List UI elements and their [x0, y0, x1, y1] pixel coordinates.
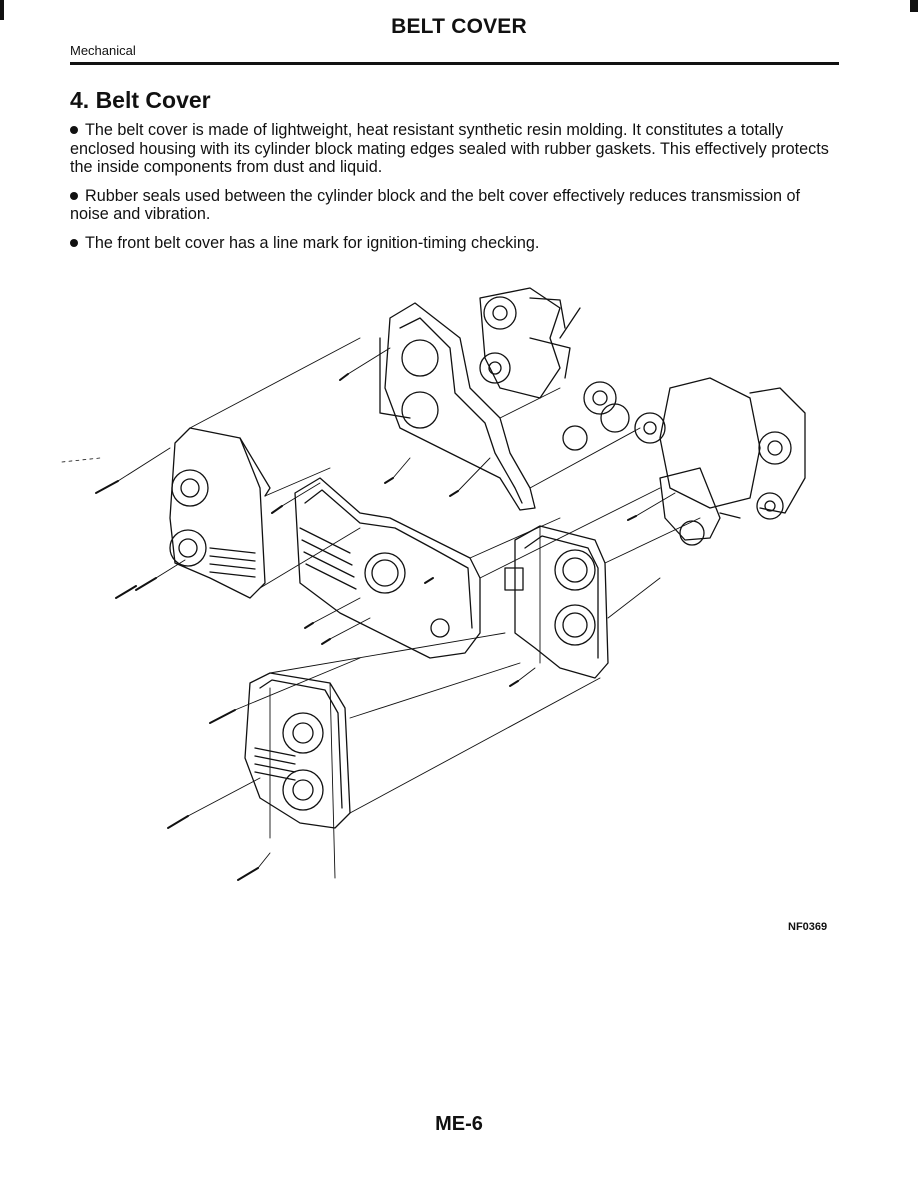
page-number: ME-6 [435, 1113, 483, 1135]
engine-block-assembly [479, 287, 806, 546]
page-title: BELT COVER [391, 15, 527, 38]
bullet-item: Rubber seals used between the cylinder b… [70, 187, 839, 224]
assembly-leader-lines [117, 337, 701, 879]
bullet-text: The front belt cover has a line mark for… [85, 233, 540, 252]
figure-id: NF0369 [788, 921, 828, 933]
front-belt-cover [244, 672, 351, 829]
bullet-list: The belt cover is made of lightweight, h… [70, 121, 839, 263]
bullet-icon [70, 191, 78, 200]
section-heading: 4. Belt Cover [70, 87, 211, 113]
dash-mark [61, 457, 101, 463]
belt-cover-exploded-diagram [61, 287, 806, 881]
bolts [95, 373, 637, 881]
center-belt-cover [294, 477, 481, 659]
scan-edge-mark-right [910, 0, 918, 12]
bullet-icon [70, 238, 78, 247]
rear-belt-cover-left [379, 302, 536, 511]
bullet-icon [70, 126, 78, 134]
section-label: Mechanical [70, 43, 136, 58]
rear-belt-cover-right [504, 525, 609, 679]
bullet-item: The front belt cover has a line mark for… [70, 234, 839, 253]
header-divider [70, 62, 839, 65]
bullet-text: Rubber seals used between the cylinder b… [70, 186, 801, 224]
left-front-belt-cover [169, 427, 271, 599]
bullet-text: The belt cover is made of lightweight, h… [70, 121, 829, 177]
scan-edge-mark-left [0, 0, 4, 20]
bullet-item: The belt cover is made of lightweight, h… [70, 121, 839, 177]
